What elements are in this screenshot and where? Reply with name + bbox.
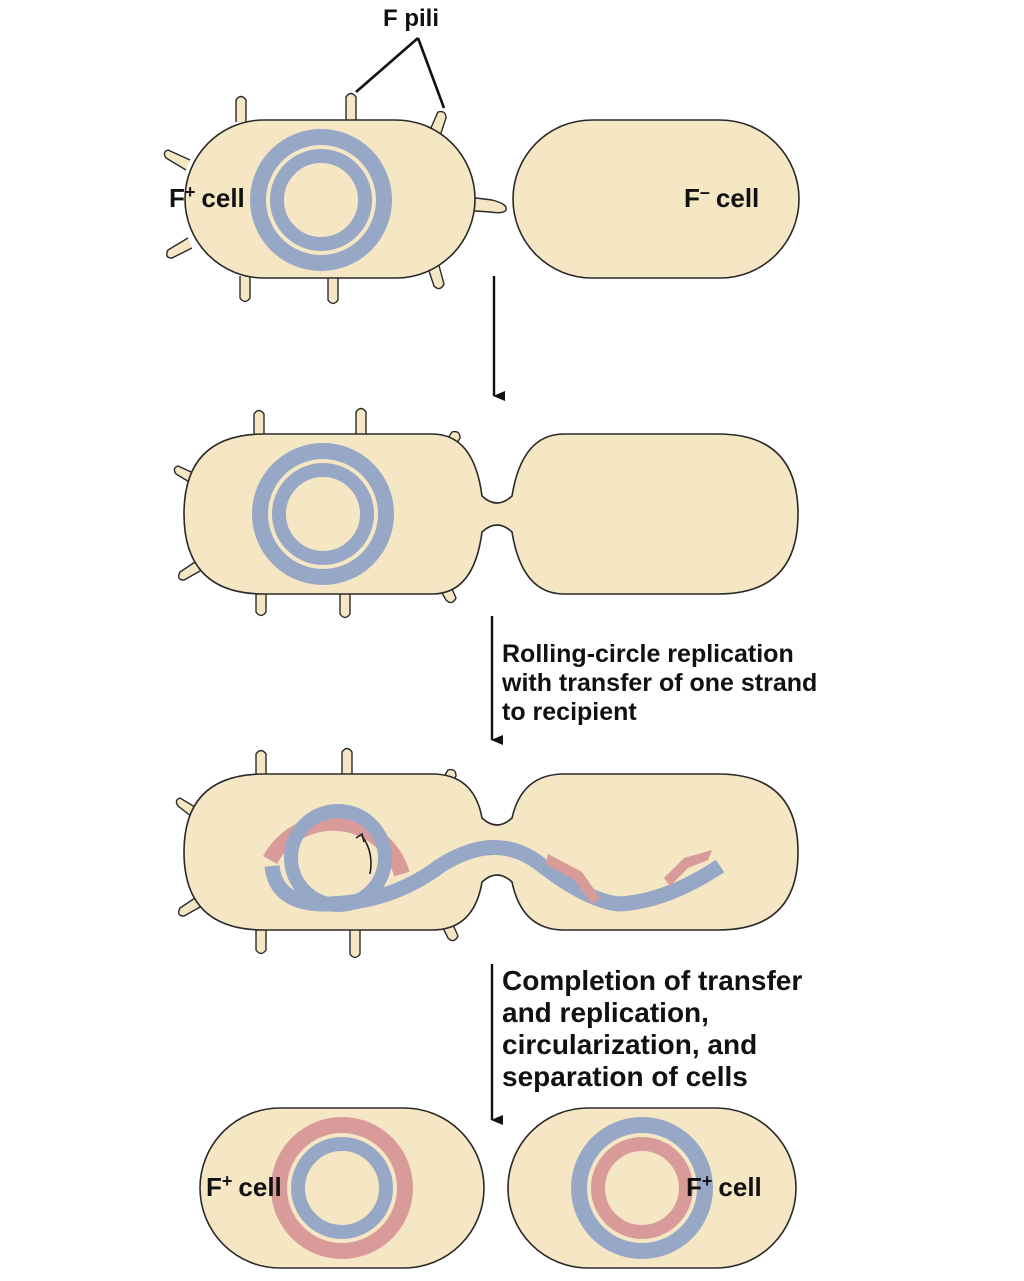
plasmid-outer-strand (250, 129, 392, 271)
pilus (255, 749, 267, 778)
rotation-arrowhead (355, 832, 365, 843)
f-pili-label: F pili (383, 5, 439, 32)
pilus (339, 594, 351, 619)
plasmid-inner-strand (591, 1137, 693, 1239)
pilus (235, 95, 247, 122)
plasmid-outer-strand (271, 1117, 413, 1259)
original-donor-cell (199, 1107, 485, 1269)
donor-cell (184, 119, 476, 279)
step-caption-replication: Rolling-circle replication with transfer… (501, 640, 824, 726)
step-caption-completion: Completion of transfer and replication, … (502, 965, 810, 1092)
complementary-fragment (546, 854, 600, 904)
pilus (253, 409, 265, 436)
complementary-fragment (664, 850, 712, 886)
new-donor-label: F+cell (686, 1171, 762, 1202)
plasmid-inner-strand (272, 463, 374, 565)
donor-cell-label: F+cell (169, 182, 245, 213)
plasmid-outer-strand (252, 443, 394, 585)
pilus (255, 930, 267, 955)
recipient-cell (512, 119, 800, 279)
stage-1-cells: F+cell F–cell (163, 92, 800, 305)
pilus (345, 92, 357, 122)
stage-3-cells (175, 747, 799, 959)
plasmid-inner-strand (291, 1137, 393, 1239)
recipient-cell-label: F–cell (684, 182, 759, 213)
pilus (341, 747, 353, 778)
f-plasmid (252, 443, 394, 585)
new-donor-cell (507, 1107, 797, 1269)
rolling-circle-plasmid (262, 804, 725, 912)
transferred-strand (264, 840, 725, 912)
pilus (239, 276, 251, 303)
plasmid-outer-strand (571, 1117, 713, 1259)
stage-4-cells: F+cell F+cell (199, 1107, 797, 1269)
pilus (163, 149, 191, 171)
pilus (327, 276, 339, 305)
f-plasmid (250, 129, 392, 271)
pilus (165, 237, 193, 259)
pilus (355, 407, 367, 436)
recipient-plasmid (571, 1117, 713, 1259)
f-pili-leader-lines (355, 37, 446, 109)
original-donor-label: F+cell (206, 1171, 282, 1202)
plasmid-inner-strand (270, 149, 372, 251)
pilus (349, 930, 361, 959)
pilus (255, 594, 267, 617)
stage-2-cells (173, 407, 799, 619)
donor-plasmid (271, 1117, 413, 1259)
